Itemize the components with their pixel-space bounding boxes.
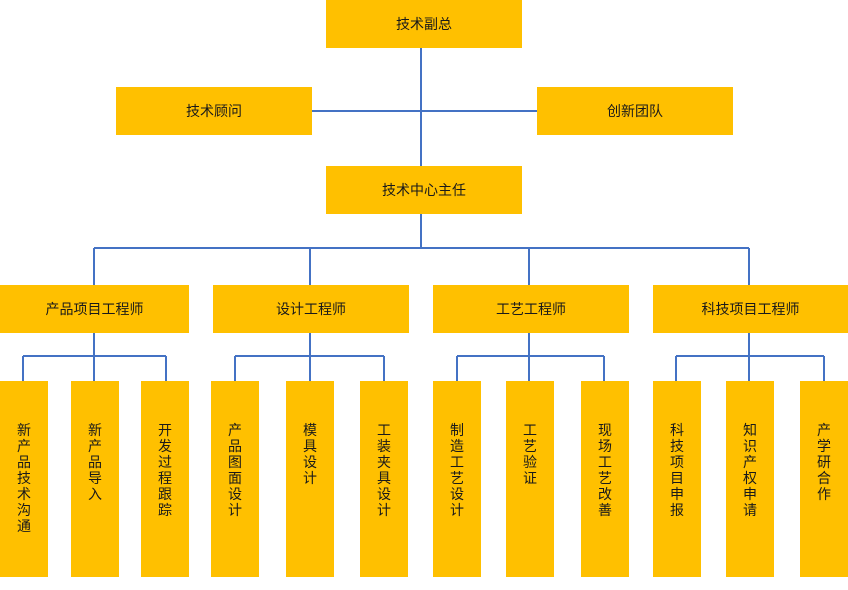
node-task: 开发过程跟踪 <box>141 381 189 577</box>
dept-title: 设计工程师 <box>276 302 346 318</box>
task-label: 知识产权申请 <box>743 423 757 519</box>
node-task: 知识产权申请 <box>726 381 774 577</box>
node-task: 现场工艺改善 <box>581 381 629 577</box>
task-label: 科技项目申报 <box>670 423 684 519</box>
node-innovation: 创新团队 <box>537 87 733 135</box>
node-task: 制造工艺设计 <box>433 381 481 577</box>
task-label: 产学研合作 <box>817 423 831 503</box>
task-label: 开发过程跟踪 <box>158 423 172 519</box>
dept-title: 工艺工程师 <box>496 302 566 318</box>
task-label: 模具设计 <box>303 423 317 487</box>
node-innovation-label: 创新团队 <box>607 104 663 120</box>
node-task: 科技项目申报 <box>653 381 701 577</box>
node-task: 产学研合作 <box>800 381 848 577</box>
task-label: 新产品导入 <box>88 423 102 503</box>
node-task: 工艺验证 <box>506 381 554 577</box>
node-task: 产品图面设计 <box>211 381 259 577</box>
node-dept-tech-project-engineer: 科技项目工程师 <box>653 285 848 333</box>
task-label: 制造工艺设计 <box>450 423 464 519</box>
dept-title: 产品项目工程师 <box>45 302 144 318</box>
node-task: 新产品导入 <box>71 381 119 577</box>
node-dept-product-engineer: 产品项目工程师 <box>0 285 189 333</box>
task-label: 新产品技术沟通 <box>17 423 31 535</box>
node-dept-design-engineer: 设计工程师 <box>213 285 409 333</box>
node-dept-process-engineer: 工艺工程师 <box>433 285 629 333</box>
node-task: 工装夹具设计 <box>360 381 408 577</box>
dept-title: 科技项目工程师 <box>701 302 800 318</box>
task-label: 现场工艺改善 <box>598 423 612 519</box>
task-label: 产品图面设计 <box>228 423 242 519</box>
node-director: 技术中心主任 <box>326 166 522 214</box>
node-advisor-label: 技术顾问 <box>186 104 242 120</box>
node-advisor: 技术顾问 <box>116 87 312 135</box>
task-label: 工装夹具设计 <box>377 423 391 519</box>
node-task: 新产品技术沟通 <box>0 381 48 577</box>
node-task: 模具设计 <box>286 381 334 577</box>
node-director-label: 技术中心主任 <box>382 183 466 199</box>
node-vp: 技术副总 <box>326 0 522 48</box>
task-label: 工艺验证 <box>523 423 537 487</box>
node-vp-label: 技术副总 <box>396 17 452 33</box>
